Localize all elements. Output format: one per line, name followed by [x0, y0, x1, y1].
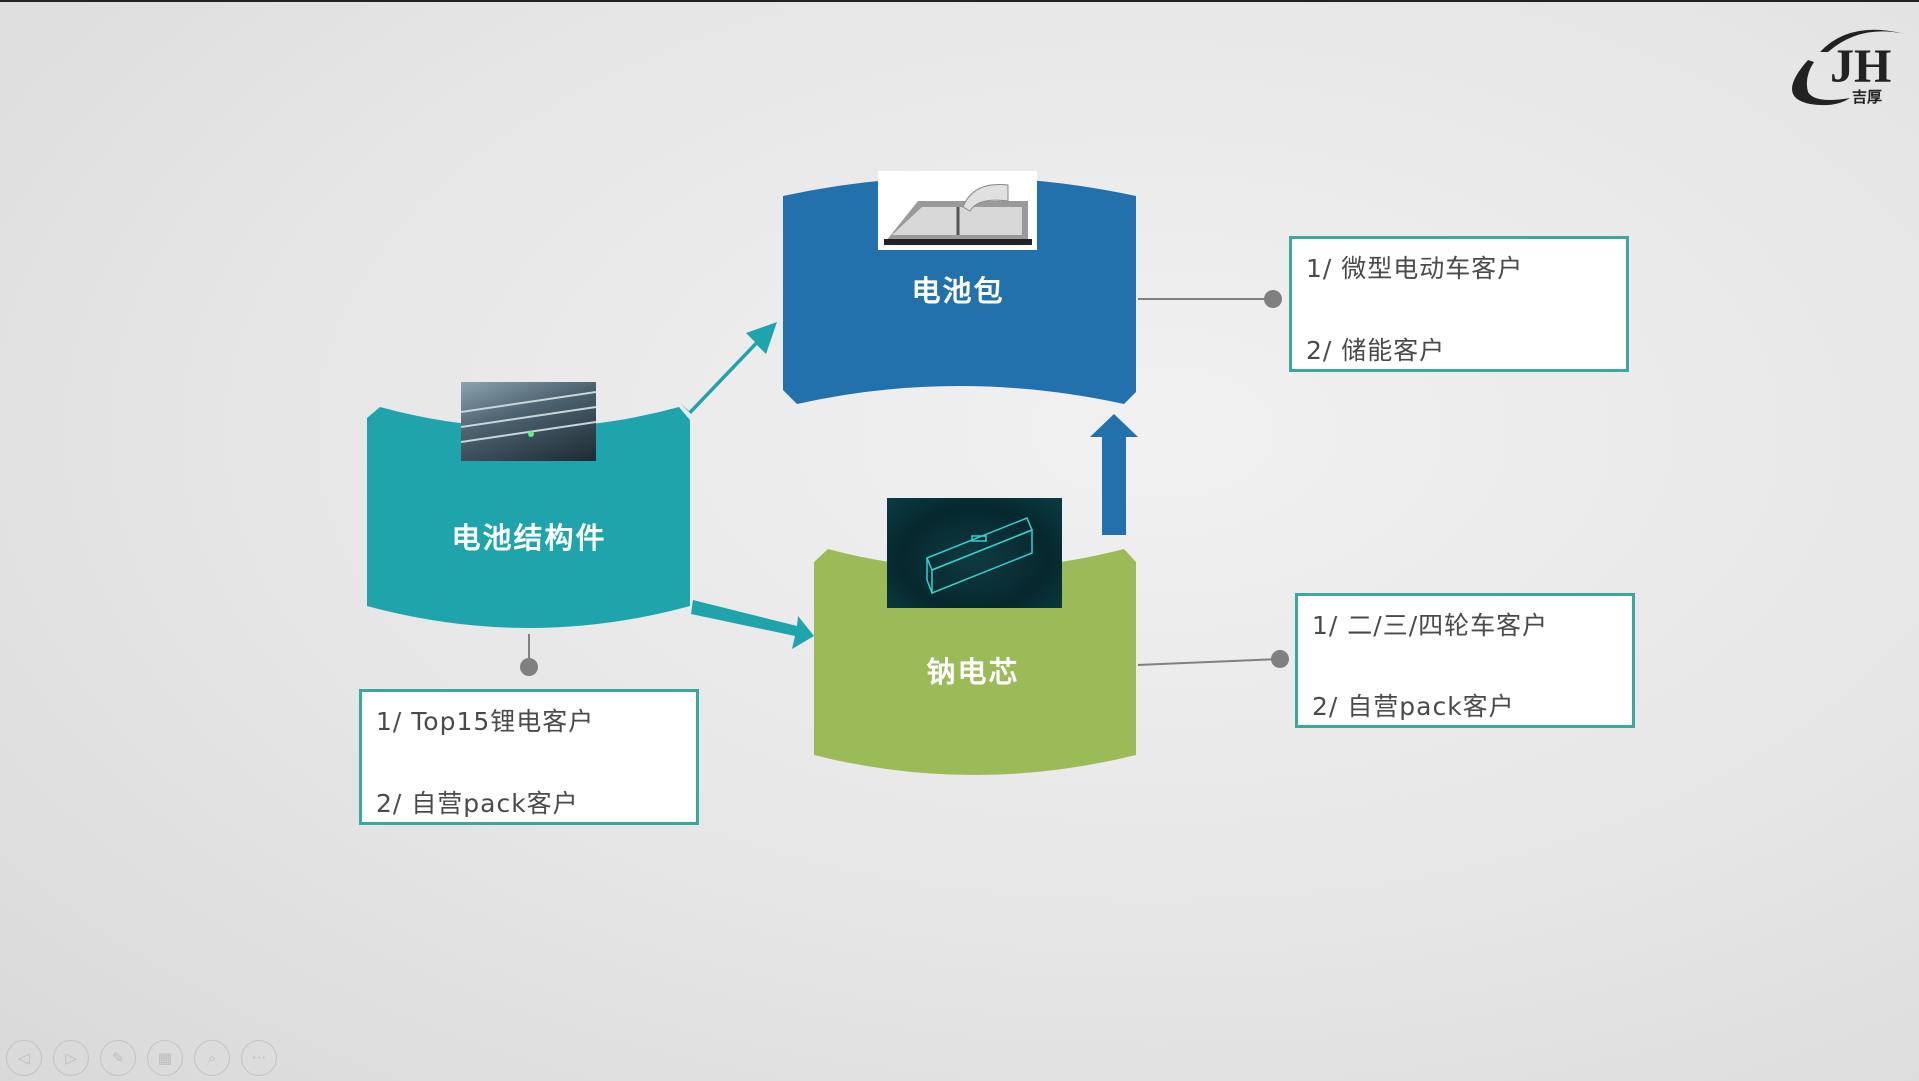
top-border: [0, 0, 1919, 2]
grid-icon[interactable]: ▦: [147, 1040, 183, 1076]
pen-icon[interactable]: ✎: [100, 1040, 136, 1076]
battery-pack-customers-box: 1/ 微型电动车客户 2/ 储能客户: [1289, 236, 1629, 372]
zoom-icon[interactable]: ⌕: [194, 1040, 230, 1076]
structural-parts-image: [461, 382, 596, 461]
structural-parts-shape: [367, 407, 690, 628]
arrow-structural-to-cell: [691, 600, 814, 649]
structural-parts-label: 电池结构件: [451, 521, 607, 555]
customer-item: 1/ 二/三/四轮车客户: [1312, 611, 1549, 640]
customer-item: 1/ 微型电动车客户: [1306, 254, 1524, 283]
connector-cell: [1137, 658, 1281, 666]
sodium-cell-customers-box: 1/ 二/三/四轮车客户 2/ 自营pack客户: [1295, 593, 1635, 728]
battery-pack-shape: [783, 177, 1136, 404]
battery-pack-image: [878, 171, 1037, 250]
next-icon[interactable]: ▷: [53, 1040, 89, 1076]
customer-item: 2/ 自营pack客户: [1312, 692, 1515, 721]
arrow-structural-to-pack: [680, 322, 777, 414]
svg-text:吉厚: 吉厚: [1852, 88, 1882, 106]
customer-item: 1/ Top15锂电客户: [376, 707, 595, 736]
svg-text:JH: JH: [1830, 40, 1891, 93]
more-icon[interactable]: ···: [241, 1040, 277, 1076]
sodium-cell-label: 钠电芯: [926, 655, 1020, 689]
connector-dot-pack: [1264, 290, 1282, 308]
structural-customers-box: 1/ Top15锂电客户 2/ 自营pack客户: [359, 689, 699, 825]
connector-dot-cell: [1271, 650, 1289, 668]
customer-item: 2/ 储能客户: [1306, 336, 1446, 365]
connector-dot-structural: [520, 658, 538, 676]
battery-pack-label: 电池包: [911, 274, 1005, 308]
company-logo: JH 吉厚: [1780, 12, 1910, 112]
sodium-cell-image: [887, 498, 1062, 608]
customer-item: 2/ 自营pack客户: [376, 789, 579, 818]
arrow-cell-to-pack: [1090, 414, 1138, 535]
previous-icon[interactable]: ◁: [6, 1040, 42, 1076]
